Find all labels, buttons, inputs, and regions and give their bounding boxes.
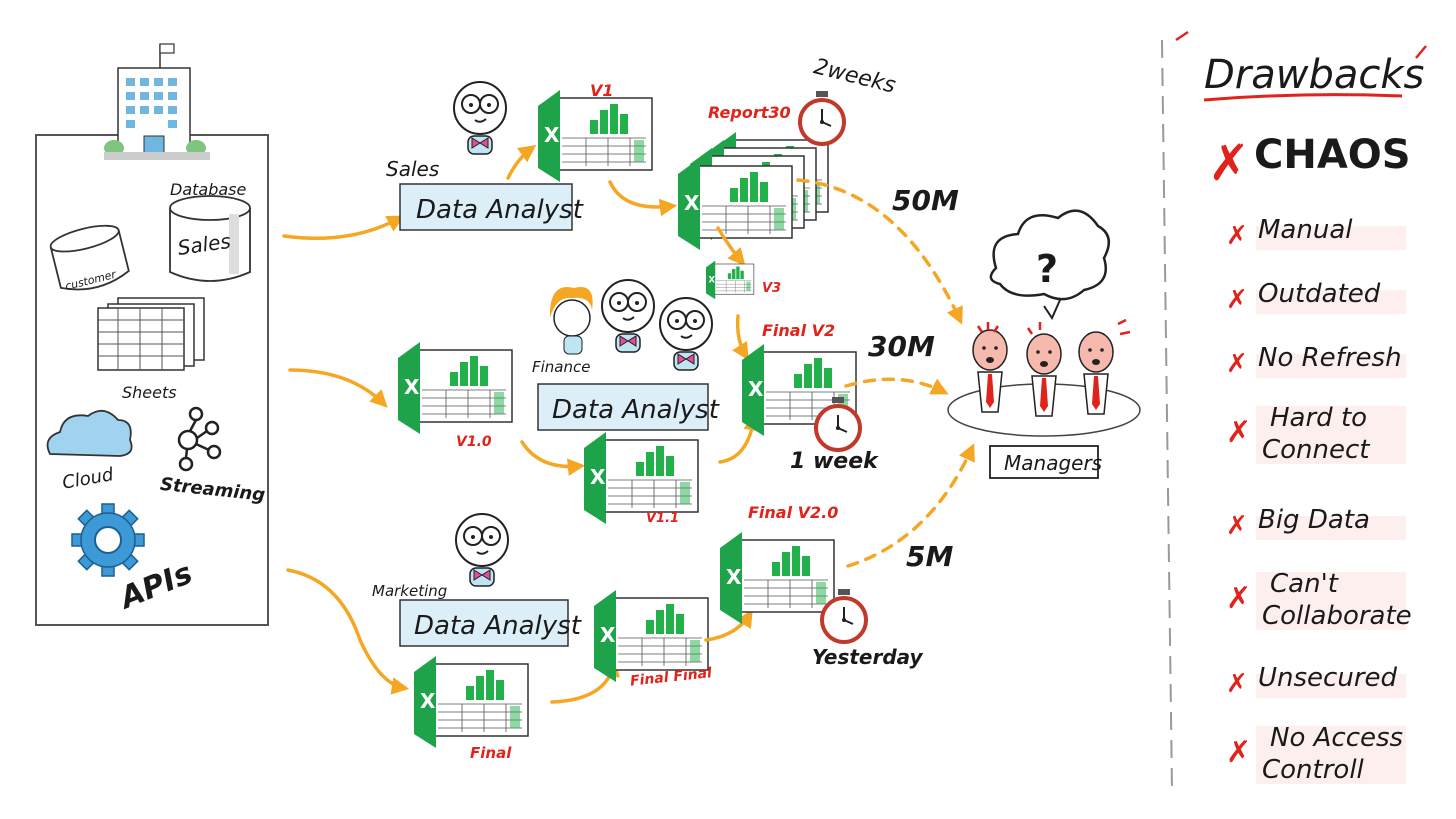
marketing-analyst-avatar xyxy=(456,514,508,586)
managers-group: ? Managers xyxy=(948,211,1140,478)
cross-icon: ✗ xyxy=(1226,581,1251,616)
marketing-final-v20-label: Final V2.0 xyxy=(748,503,838,522)
drawback-item-label: Outdated xyxy=(1258,279,1381,309)
cross-icon: ✗ xyxy=(1226,669,1248,699)
office-building-icon xyxy=(104,44,210,160)
cross-icon: ✗ xyxy=(1226,415,1251,450)
finance-volume-label: 30M xyxy=(868,330,935,363)
drawback-item: ✗ Manual xyxy=(1226,215,1406,251)
cross-icon: ✗ xyxy=(1226,221,1248,251)
drawback-item-label: Can't xyxy=(1270,569,1339,599)
sales-v1-spreadsheet xyxy=(538,90,652,182)
drawbacks-title: Drawbacks xyxy=(1204,52,1424,98)
drawback-item-label: Manual xyxy=(1258,215,1353,245)
sales-volume-label: 50M xyxy=(892,184,959,217)
marketing-volume-label: 5M xyxy=(906,540,953,573)
marketing-final-label: Final xyxy=(470,744,512,762)
sales-row: Sales Data Analyst V1 Report30 2weeks V3… xyxy=(386,54,960,320)
finance-row: V1.0 Finance Data Analyst V1.1 Final V2 … xyxy=(398,280,944,526)
cross-icon: ✗ xyxy=(1226,511,1248,541)
drawback-item-label: Big Data xyxy=(1258,505,1370,535)
sales-v3-spreadsheet xyxy=(706,261,754,300)
finance-final-label: Final V2 xyxy=(762,321,835,340)
finance-duration-label: 1 week xyxy=(790,449,879,474)
sales-v1-label: V1 xyxy=(590,81,614,100)
drawback-item: ✗ No Refresh xyxy=(1226,343,1406,379)
alarm-marks-icon xyxy=(978,320,1130,334)
marketing-final-spreadsheet xyxy=(414,656,528,748)
database-label: Database xyxy=(170,180,247,199)
finance-v11-spreadsheet xyxy=(584,432,698,524)
sales-clock-icon xyxy=(800,91,844,144)
sales-analyst-role: Data Analyst xyxy=(416,195,584,225)
finance-v11-label: V1.1 xyxy=(646,511,679,526)
drawback-item-label: Connect xyxy=(1262,435,1370,465)
finance-v10-label: V1.0 xyxy=(456,434,492,450)
marketing-duration-label: Yesterday xyxy=(812,645,924,669)
drawback-item-label: Unsecured xyxy=(1258,663,1398,693)
api-gear-icon xyxy=(72,504,144,576)
sales-report-stack xyxy=(678,132,828,250)
sources-panel: Database Sales customer Sheets Cloud xyxy=(36,44,268,625)
marketing-team-label: Marketing xyxy=(372,582,447,600)
drawback-item-label: No Refresh xyxy=(1258,343,1402,373)
drawback-item-label: No Access xyxy=(1270,723,1403,753)
sales-v3-label: V3 xyxy=(762,281,781,296)
drawback-item-label: Hard to xyxy=(1270,403,1367,433)
drawbacks-headline: CHAOS xyxy=(1254,132,1411,178)
sales-analyst-avatar xyxy=(454,82,506,154)
cross-icon: ✗ xyxy=(1226,735,1251,770)
drawback-item-label: Controll xyxy=(1262,755,1365,785)
managers-label: Managers xyxy=(1004,451,1102,475)
sales-report-label: Report30 xyxy=(708,103,791,122)
cross-icon: ✗ xyxy=(1226,285,1248,315)
cross-icon: ✗ xyxy=(1226,349,1248,379)
sales-team-label: Sales xyxy=(386,157,439,181)
finance-team-label: Finance xyxy=(532,358,590,376)
drawback-item: ✗ Big Data xyxy=(1226,505,1406,541)
source-arrows xyxy=(284,218,404,688)
question-mark: ? xyxy=(1036,247,1058,291)
finance-v10-spreadsheet xyxy=(398,342,512,434)
chaos-cross-icon: ✗ xyxy=(1208,134,1250,192)
marketing-analyst-role: Data Analyst xyxy=(414,611,582,641)
finance-analyst-group-avatar xyxy=(550,280,712,370)
sheets-label: Sheets xyxy=(122,383,177,402)
drawbacks-panel: Drawbacks ✗ CHAOS ✗ Manual ✗ Outdated ✗ No Re… xyxy=(1162,32,1426,790)
drawback-item: ✗ Outdated xyxy=(1226,279,1406,315)
finance-analyst-role: Data Analyst xyxy=(552,395,720,425)
marketing-final-v20-spreadsheet xyxy=(720,532,834,624)
sheets-icon xyxy=(98,298,204,370)
drawback-item-label: Collaborate xyxy=(1262,601,1412,631)
panel-divider xyxy=(1162,40,1172,790)
drawback-item: ✗ Unsecured xyxy=(1226,663,1406,699)
